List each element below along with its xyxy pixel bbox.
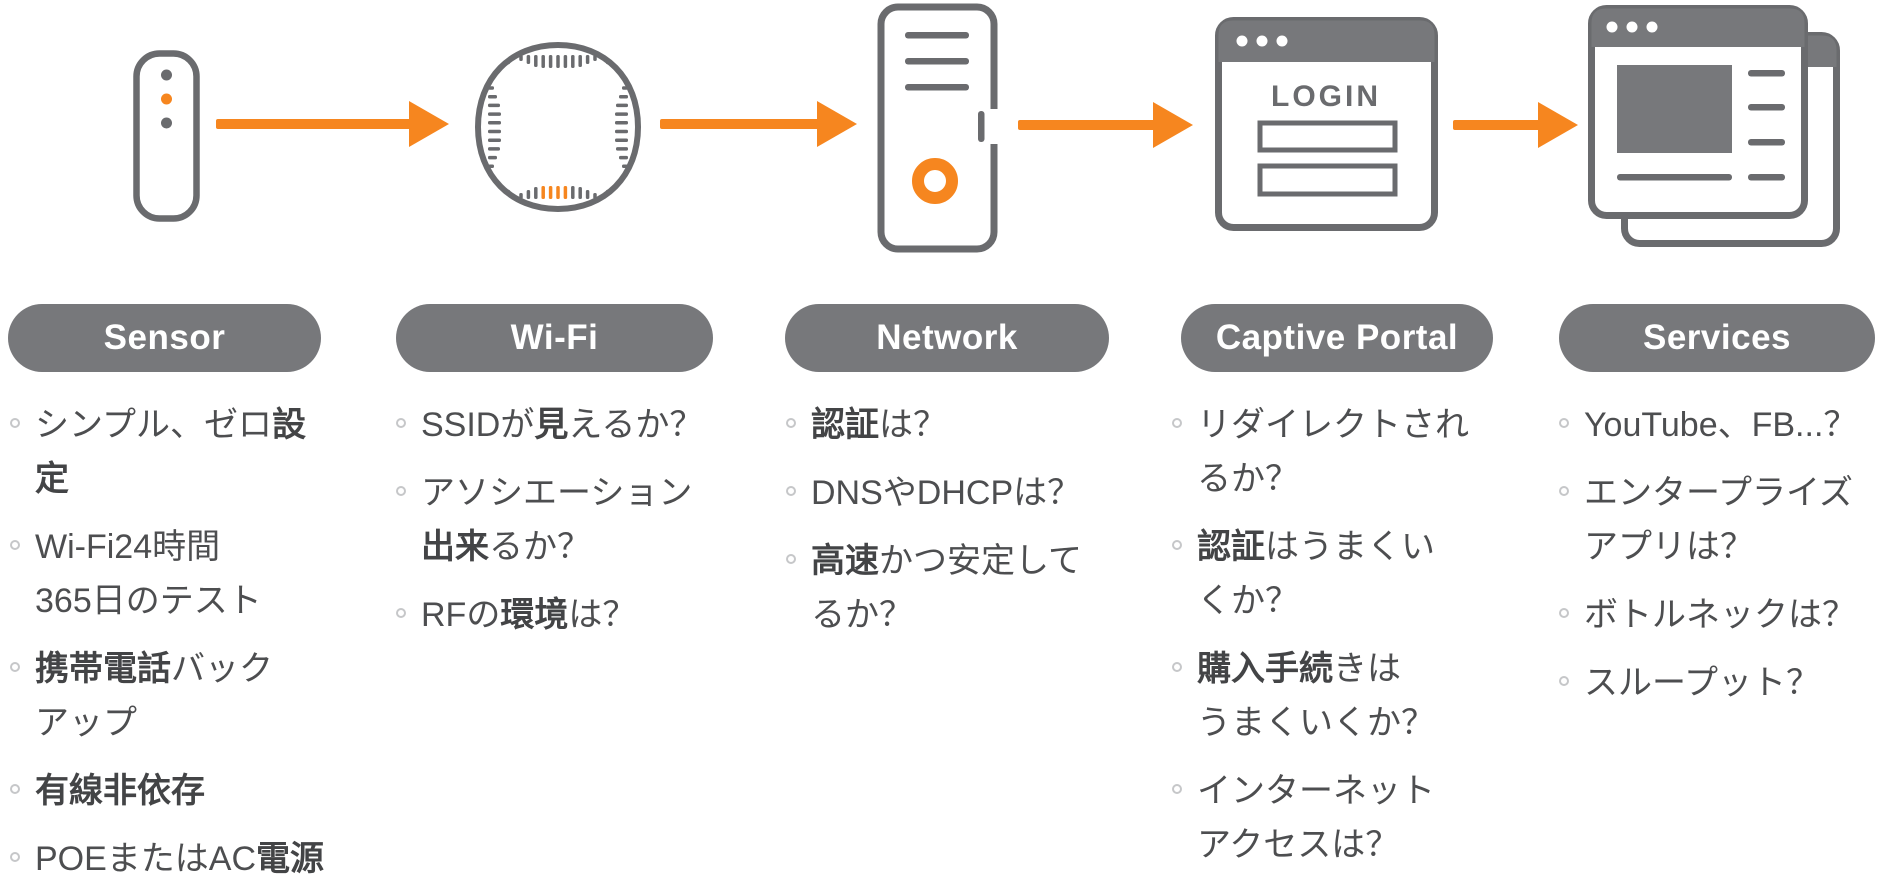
list-item: エンタープライズ アプリは？	[1557, 466, 1877, 574]
stage-checklist: YouTube、FB...？ エンタープライズ アプリは？ ボトルネックは？ スループ…	[1557, 398, 1877, 710]
wifi-access-point-icon	[474, 41, 642, 213]
bullet-icon	[1172, 662, 1182, 672]
list-item: アソシエーション 出来るか？	[394, 466, 716, 574]
stage-checklist: SSIDが見えるか？ アソシエーション 出来るか？ RFの環境は？	[394, 398, 716, 642]
bullet-icon	[1559, 676, 1569, 686]
sensor-device-icon	[133, 50, 200, 222]
stage-column-sensor: Sensor シンプル、ゼロ設定 Wi-Fi24時間 365日のテスト携帯電話バッ…	[8, 304, 330, 876]
list-item-text: 認証はうまくい くか？	[1197, 528, 1435, 620]
list-item-text: リダイレクトされ るか？	[1197, 406, 1469, 498]
bullet-icon	[1559, 486, 1569, 496]
stage-checklist: リダイレクトされ るか？ 認証はうまくい くか？ 購入手続きは うまくいくか？ インタ…	[1170, 398, 1494, 872]
captive-portal-window-icon: LOGIN	[1215, 17, 1438, 231]
media-placeholder	[1617, 65, 1732, 153]
browser-windows-icon	[1588, 5, 1840, 247]
bullet-icon	[10, 662, 20, 672]
list-item-text: エンタープライズ アプリは？	[1584, 474, 1853, 566]
list-item-text: スループット？	[1584, 664, 1820, 702]
list-item: RFの環境は？	[394, 588, 716, 642]
stage-column-captive-portal: Captive Portal リダイレクトされ るか？ 認証はうまくい くか？ 購入…	[1170, 304, 1494, 876]
list-item: YouTube、FB...？	[1557, 398, 1877, 452]
list-item-text: YouTube、FB...？	[1584, 406, 1858, 444]
list-item-text: アソシエーション 出来るか？	[421, 474, 693, 566]
stage-pill-services: Services	[1559, 304, 1875, 372]
bullet-icon	[10, 418, 20, 428]
list-item: 携帯電話バック アップ	[8, 642, 330, 750]
login-label: LOGIN	[1271, 80, 1381, 113]
stage-column-services: Services YouTube、FB...？ エンタープライズ アプリは？ ボトル…	[1557, 304, 1877, 724]
bullet-icon	[1172, 540, 1182, 550]
bullet-icon	[10, 540, 20, 550]
bullet-icon	[786, 418, 796, 428]
bullet-icon	[396, 486, 406, 496]
stage-pill-network: Network	[785, 304, 1109, 372]
list-item: DNSやDHCPは？	[784, 466, 1114, 520]
list-item: スループット？	[1557, 656, 1877, 710]
list-item-text: Wi-Fi24時間 365日のテスト	[35, 528, 262, 620]
bullet-icon	[396, 608, 406, 618]
stage-column-network: Network 認証は？ DNSやDHCPは？ 高速かつ安定して るか？	[784, 304, 1114, 656]
flow-arrow-icon	[1453, 102, 1578, 148]
list-item: Wi-Fi24時間 365日のテスト	[8, 520, 330, 628]
bullet-icon	[1172, 418, 1182, 428]
list-item-text: 高速かつ安定して るか？	[811, 542, 1082, 634]
list-item: 認証は？	[784, 398, 1114, 452]
list-item: POEまたはAC電源	[8, 832, 330, 876]
stage-pill-wifi: Wi-Fi	[396, 304, 713, 372]
bullet-icon	[10, 852, 20, 862]
flow-arrow-icon	[1018, 102, 1193, 148]
bullet-icon	[1559, 608, 1569, 618]
list-item: リダイレクトされ るか？	[1170, 398, 1494, 506]
flow-arrow-icon	[216, 101, 449, 147]
bullet-icon	[786, 554, 796, 564]
stage-checklist: シンプル、ゼロ設定 Wi-Fi24時間 365日のテスト携帯電話バック アップ有線…	[8, 398, 330, 876]
list-item: 有線非依存	[8, 764, 330, 818]
bullet-icon	[786, 486, 796, 496]
stage-pill-sensor: Sensor	[8, 304, 321, 372]
list-item-text: RFの環境は？	[421, 596, 637, 634]
list-item-text: POEまたはAC電源	[35, 840, 325, 876]
flow-arrow-icon	[660, 101, 857, 147]
login-username-field	[1257, 120, 1398, 153]
stage-pill-captive-portal: Captive Portal	[1181, 304, 1493, 372]
bullet-icon	[1559, 418, 1569, 428]
login-password-field	[1257, 163, 1398, 197]
bullet-icon	[1172, 784, 1182, 794]
list-item: 認証はうまくい くか？	[1170, 520, 1494, 628]
list-item-text: DNSやDHCPは？	[811, 474, 1082, 512]
list-item-text: 携帯電話バック アップ	[35, 650, 273, 742]
list-item: SSIDが見えるか？	[394, 398, 716, 452]
stage-column-wifi: Wi-Fi SSIDが見えるか？ アソシエーション 出来るか？ RFの環境は？	[394, 304, 716, 656]
window-titlebar	[1218, 20, 1435, 62]
list-item-text: 認証は？	[811, 406, 947, 444]
list-item-text: ボトルネックは？	[1584, 596, 1856, 634]
bullet-icon	[396, 418, 406, 428]
bullet-icon	[10, 784, 20, 794]
list-item: 高速かつ安定して るか？	[784, 534, 1114, 642]
list-item-text: シンプル、ゼロ設定	[35, 406, 306, 498]
stage-checklist: 認証は？ DNSやDHCPは？ 高速かつ安定して るか？	[784, 398, 1114, 642]
server-tower-icon	[877, 3, 998, 253]
list-item: シンプル、ゼロ設定	[8, 398, 330, 506]
list-item-text: 購入手続きは うまくいくか？	[1197, 650, 1435, 742]
window-titlebar	[1591, 8, 1805, 47]
list-item: インターネット アクセスは？	[1170, 764, 1494, 872]
list-item-text: インターネット アクセスは？	[1197, 772, 1435, 864]
list-item: ボトルネックは？	[1557, 588, 1877, 642]
list-item-text: 有線非依存	[35, 772, 205, 810]
list-item: 購入手続きは うまくいくか？	[1170, 642, 1494, 750]
list-item-text: SSIDが見えるか？	[421, 406, 704, 444]
